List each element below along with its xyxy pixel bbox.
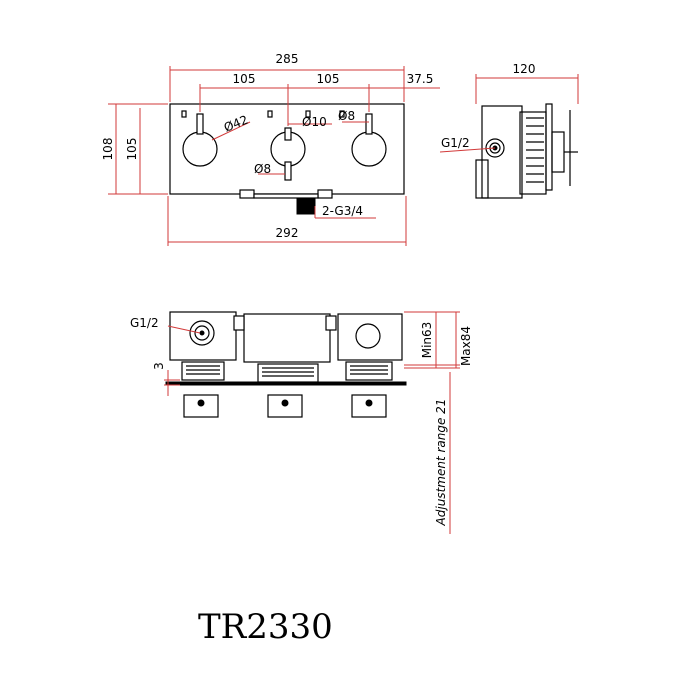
right-handle	[351, 131, 387, 167]
dim-left-pin-diameter: Ø8	[254, 162, 271, 176]
dim-spacing-right: 105	[317, 72, 340, 86]
side-view-dimensions	[439, 74, 579, 153]
dim-offset-right: 37.5	[407, 72, 434, 86]
side-inlet-label: G1/2	[441, 136, 470, 150]
side-view	[475, 103, 578, 199]
plan-right-unit	[337, 313, 403, 361]
marker	[181, 110, 187, 118]
dim-height-inner: 105	[125, 138, 139, 161]
plan-inlet	[189, 320, 215, 346]
plan-left-handle	[183, 394, 219, 418]
dim-height-outer: 108	[101, 138, 115, 161]
dim-handle-diameter: Ø42	[222, 113, 250, 135]
side-view-cartridge	[551, 131, 565, 173]
dim-bottom-ports: 2-G3/4	[322, 204, 363, 218]
front-view	[169, 103, 405, 215]
dim-max-depth: Max84	[459, 326, 473, 366]
dim-min-depth: Min63	[420, 322, 434, 359]
plan-view	[165, 311, 407, 418]
plan-right-thread	[345, 361, 393, 381]
marker	[267, 110, 273, 118]
dim-right-pin-diameter: Ø8	[338, 109, 355, 123]
marker	[305, 110, 311, 118]
plan-center-unit	[243, 313, 331, 363]
plan-right-port	[355, 323, 381, 349]
plan-wall-plate	[165, 381, 407, 386]
left-handle	[182, 131, 218, 167]
center-pin-bottom	[284, 161, 292, 181]
side-view-plate	[545, 103, 553, 191]
left-pin	[196, 113, 204, 135]
side-view-body	[481, 105, 523, 199]
marker	[339, 110, 345, 118]
center-pin-top	[284, 127, 292, 141]
bottom-bracket	[253, 193, 319, 199]
plan-center-handle	[267, 394, 303, 418]
plan-left-unit	[169, 311, 237, 361]
dim-center-pin-diameter: Ø10	[302, 115, 327, 129]
plan-inlet-label: G1/2	[130, 316, 159, 330]
right-pin	[365, 113, 373, 135]
bottom-port-right	[317, 189, 333, 199]
plan-right-handle	[351, 394, 387, 418]
front-view-dimensions	[108, 66, 440, 246]
dim-base-width: 292	[276, 226, 299, 240]
bottom-port-left	[239, 189, 255, 199]
side-view-foot	[475, 159, 489, 199]
plan-left-thread	[181, 361, 225, 381]
side-view-inlet	[485, 138, 505, 158]
plan-center-thread	[257, 363, 319, 383]
model-title: TR2330	[198, 607, 333, 647]
dim-overall-width: 285	[276, 52, 299, 66]
dim-spacing-left: 105	[233, 72, 256, 86]
dim-offset-bottom: 3	[152, 362, 166, 370]
plan-view-dimensions	[164, 311, 460, 534]
dim-depth: 120	[513, 62, 536, 76]
adjustment-range-label: Adjustment range 21	[434, 399, 448, 527]
bottom-outlet	[296, 197, 316, 215]
